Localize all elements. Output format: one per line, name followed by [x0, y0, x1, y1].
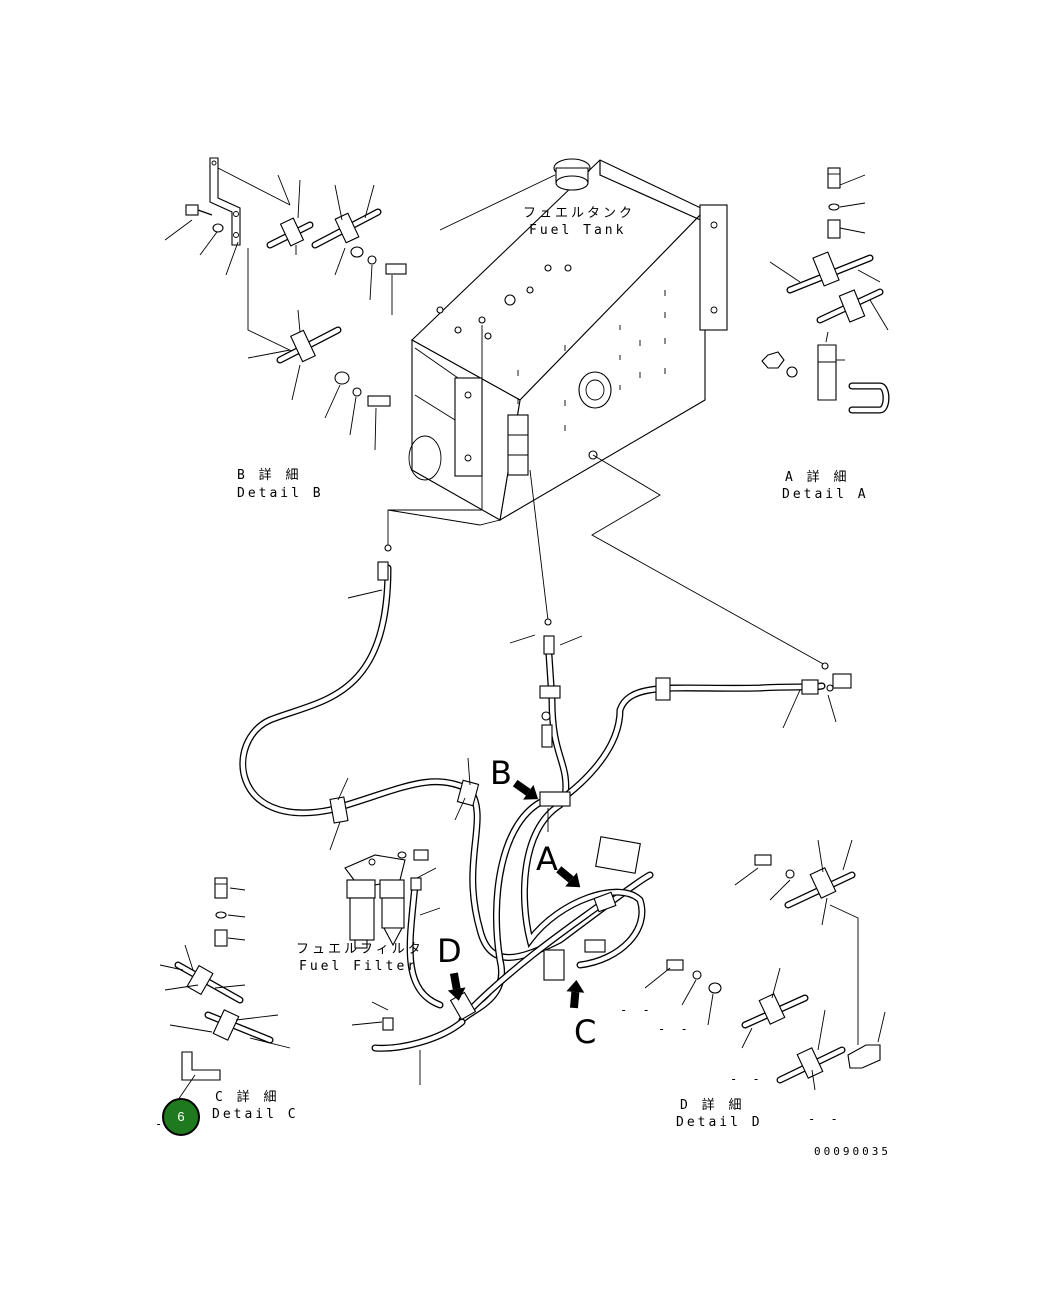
detail-c-label-jp: C 詳 細 — [215, 1090, 280, 1105]
hose-clamps — [329, 561, 852, 1031]
detail-b-label-en: Detail B — [237, 486, 324, 501]
view-ref-c: C — [574, 1013, 597, 1051]
view-arrows — [447, 779, 585, 1009]
arrow-c — [566, 980, 585, 1009]
detail-d-label-en: Detail D — [676, 1115, 763, 1130]
view-ref-b: B — [490, 754, 512, 792]
fuel-filter-label-en: Fuel Filter — [299, 959, 419, 974]
dash-mark-4: - - — [808, 1112, 842, 1126]
fuel-filter-label-jp: フュエルフィルタ — [296, 942, 424, 957]
leader-lines — [329, 544, 837, 1085]
detail-c-label-en: Detail C — [212, 1107, 299, 1122]
fuel-filter — [344, 849, 429, 949]
detail-c-assembly — [159, 877, 291, 1101]
fuel-tank-label-jp: フュエルタンク — [523, 206, 636, 221]
arrow-d — [447, 972, 466, 1001]
fuel-tank-label-en: Fuel Tank — [529, 223, 627, 238]
arrow-b — [512, 779, 539, 800]
dash-mark-2: - - — [658, 1022, 692, 1036]
dash-mark-3: - - — [730, 1072, 764, 1086]
detail-d-assembly — [644, 839, 886, 1091]
dash-mark-5: - — [155, 1117, 167, 1131]
fuel-tank — [408, 158, 728, 522]
detail-b-assembly — [164, 157, 407, 451]
detail-d-label-jp: D 詳 細 — [680, 1098, 745, 1113]
detail-b-label-jp: B 詳 細 — [237, 468, 302, 483]
detail-a-label-en: Detail A — [782, 487, 869, 502]
callout-badge[interactable]: 6 — [162, 1098, 200, 1136]
drawing-number: 00090035 — [814, 1145, 891, 1158]
fuel-hoses — [239, 564, 826, 1052]
view-ref-a: A — [536, 840, 558, 878]
arrow-a — [556, 866, 581, 888]
detail-a-assembly — [761, 167, 890, 414]
dash-mark-1: - - — [620, 1003, 654, 1017]
view-ref-d: D — [437, 932, 462, 970]
detail-a-label-jp: A 詳 細 — [785, 470, 850, 485]
